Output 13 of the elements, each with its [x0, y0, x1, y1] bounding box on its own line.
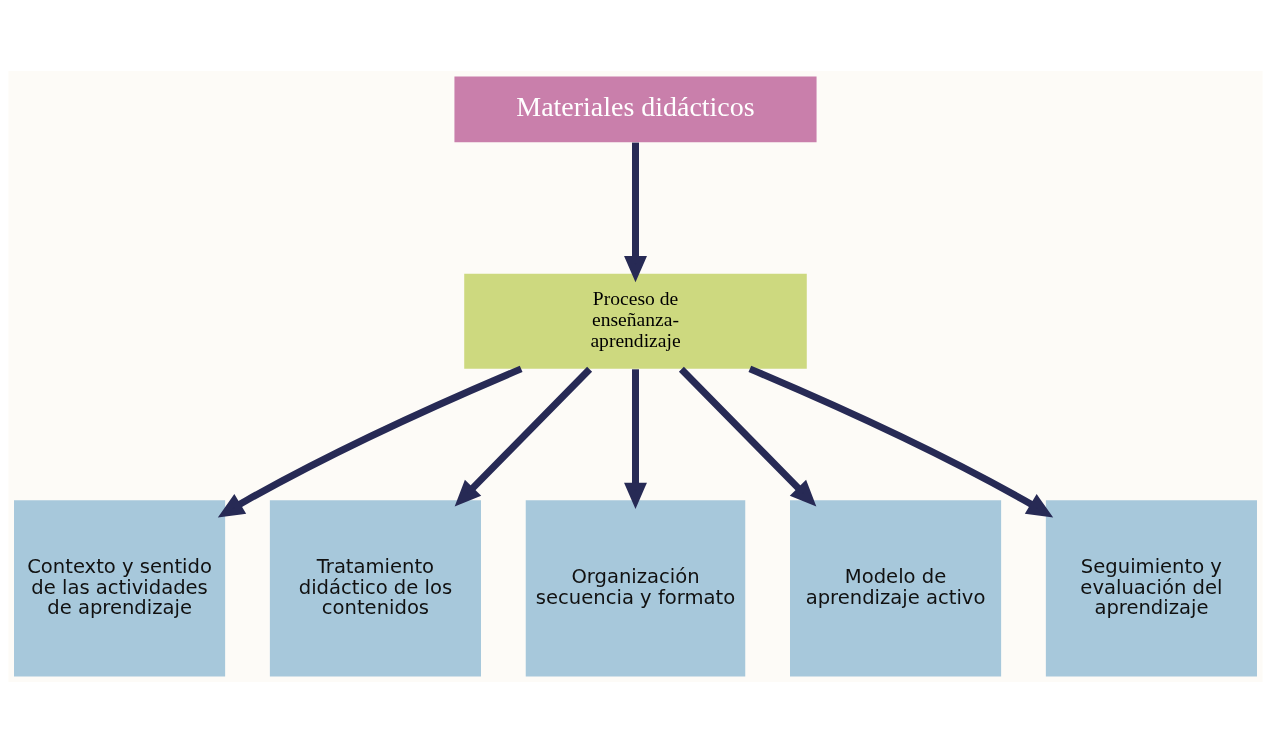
arrow — [624, 368, 647, 509]
node-box: Modelo de aprendizaje activo — [790, 499, 1002, 676]
node-box: Seguimiento y evaluación del aprendizaje — [1045, 499, 1257, 676]
arrow — [454, 366, 593, 506]
node-box: Materiales didácticos — [454, 76, 817, 142]
node-box: Organización secuencia y formato — [525, 499, 746, 676]
arrow — [748, 365, 1054, 517]
arrow — [678, 366, 817, 506]
node-box: Proceso de enseñanza-aprendizaje — [464, 273, 807, 369]
arrow — [217, 365, 523, 517]
node-box: Tratamiento didáctico de los contenidos — [269, 499, 481, 676]
arrow — [624, 142, 647, 282]
node-box: Contexto y sentido de las actividades de aprendizaje — [14, 499, 226, 676]
